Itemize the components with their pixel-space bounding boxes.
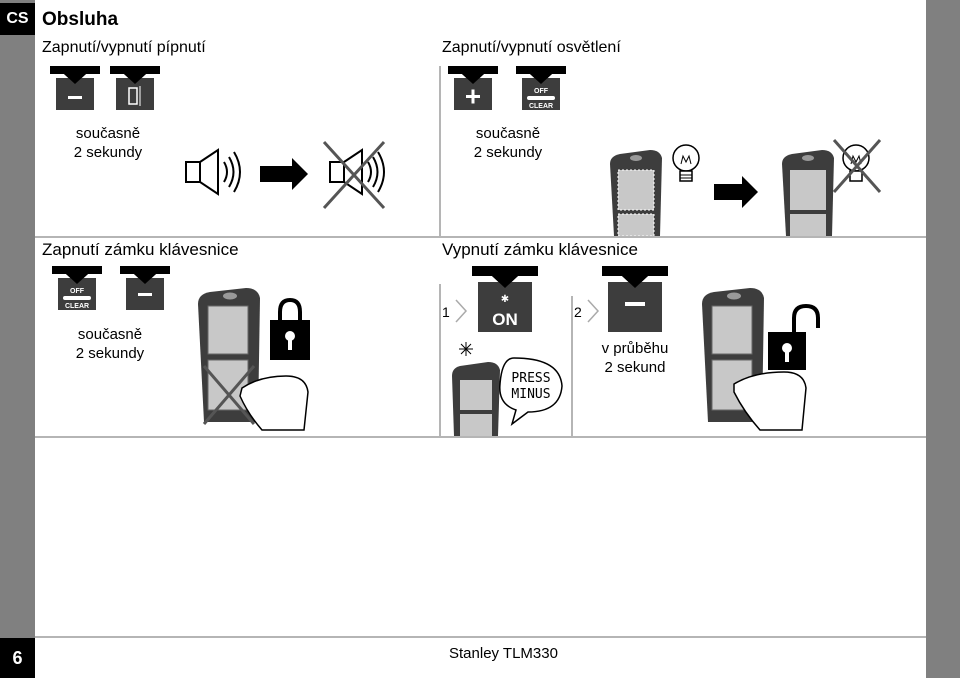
- sparkle-icon: [459, 342, 473, 356]
- device-icon: [452, 362, 500, 436]
- off-clear-key-icon: OFF CLEAR: [516, 66, 566, 110]
- arrow-right-icon: [260, 158, 308, 190]
- arrow-right-icon: [714, 176, 758, 208]
- svg-text:CLEAR: CLEAR: [529, 103, 553, 110]
- beep-keys: [50, 66, 160, 110]
- divider-horizontal-1: [35, 236, 926, 238]
- left-sidebar: [0, 0, 35, 678]
- section-title: Obsluha: [42, 9, 119, 30]
- lock-on-title: Zapnutí zámku klávesnice: [42, 240, 239, 259]
- minus-key-large-icon: [602, 266, 668, 332]
- light-diagram: [610, 139, 882, 236]
- svg-text:OFF: OFF: [534, 88, 549, 95]
- divider-vertical-bottom: [439, 284, 441, 436]
- step-1-chevron-icon: [455, 299, 468, 323]
- measure-mode-key-icon: [110, 66, 160, 110]
- on-key-icon: ✱ ON: [472, 266, 538, 332]
- step-2-chevron-icon: [587, 299, 600, 323]
- bubble-line-1: PRESS: [511, 371, 550, 386]
- svg-text:✱: ✱: [501, 294, 509, 305]
- press-minus-diagram: PRESS MINUS: [452, 342, 563, 436]
- divider-horizontal-2: [35, 436, 926, 438]
- lock-on-diagram: [198, 288, 310, 431]
- finger-icon: [733, 371, 807, 431]
- minus-key-icon: [50, 66, 100, 110]
- bubble-line-2: MINUS: [511, 387, 550, 402]
- lock-on-keys: OFF CLEAR: [52, 266, 170, 310]
- bulb-on-icon: [672, 144, 700, 182]
- device-dark-icon: [782, 150, 834, 236]
- lock-open-icon: [768, 303, 820, 370]
- footer-model: Stanley TLM330: [449, 645, 558, 662]
- minus-key-icon: [120, 266, 170, 310]
- lock-off-title: Vypnutí zámku klávesnice: [442, 240, 638, 259]
- svg-text:CLEAR: CLEAR: [65, 303, 89, 310]
- light-title: Zapnutí/vypnutí osvětlení: [442, 39, 621, 56]
- bulb-off-icon: [832, 139, 882, 193]
- plus-key-icon: [448, 66, 498, 110]
- divider-horizontal-footer: [35, 636, 926, 638]
- off-clear-key-icon: OFF CLEAR: [52, 266, 102, 310]
- divider-vertical-top: [439, 66, 441, 236]
- step-1-number: 1: [442, 304, 450, 320]
- beep-diagram: [185, 140, 386, 210]
- step-2-number: 2: [574, 304, 582, 320]
- language-tab: CS: [0, 3, 35, 35]
- right-sidebar: [926, 0, 960, 678]
- speaker-on-icon: [185, 148, 241, 196]
- divider-vertical-steps: [571, 296, 573, 436]
- light-keys: OFF CLEAR: [448, 66, 566, 110]
- unlock-diagram: [702, 288, 820, 431]
- page-number: 6: [0, 638, 35, 678]
- beep-title: Zapnutí/vypnutí pípnutí: [42, 39, 206, 56]
- speech-bubble: PRESS MINUS: [499, 357, 563, 426]
- svg-text:OFF: OFF: [70, 288, 85, 295]
- device-illuminated-icon: [610, 150, 662, 236]
- finger-icon: [239, 375, 309, 431]
- speaker-off-icon: [322, 140, 386, 210]
- svg-text:ON: ON: [492, 310, 518, 329]
- lock-closed-icon: [270, 297, 310, 360]
